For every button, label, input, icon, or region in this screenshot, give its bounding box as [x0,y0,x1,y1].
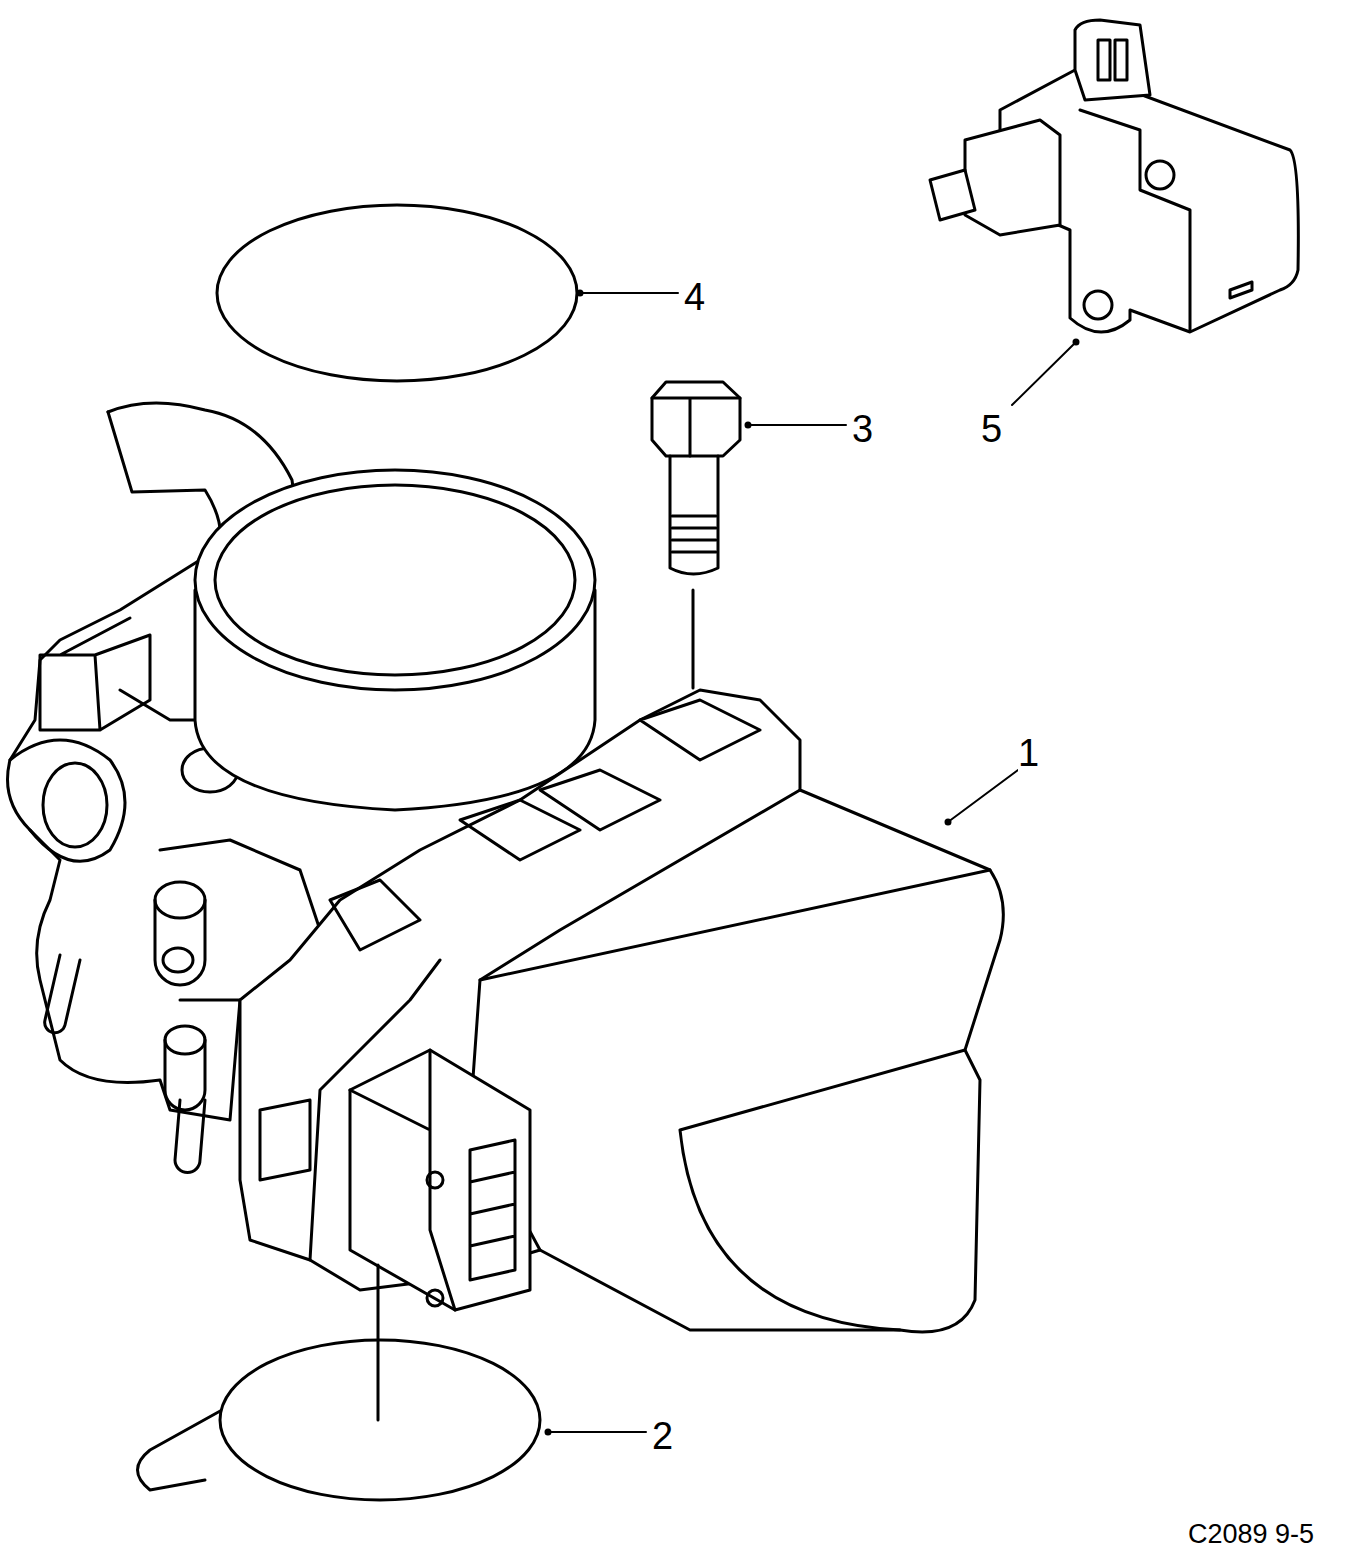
callout-number-text: 2 [652,1415,673,1457]
callout-number: 5 [981,410,1002,448]
callout-number-text: 5 [981,408,1002,450]
lower-gasket [138,1340,541,1500]
callout-number: 3 [852,410,873,448]
bolt [652,382,740,574]
callout-number-text: 4 [684,276,705,318]
position-sensor [930,20,1298,332]
leader-lines [546,291,1079,1435]
upper-gasket [217,205,577,381]
throttle-body [8,403,1004,1332]
callout-number: 2 [652,1417,673,1455]
callout-number-text: 1 [1018,732,1039,774]
callout-number: 1 [1018,734,1039,772]
figure-code-text: C2089 9-5 [1188,1519,1314,1549]
callout-number-text: 3 [852,408,873,450]
figure-code: C2089 9-5 [1188,1521,1314,1548]
callout-number: 4 [684,278,705,316]
